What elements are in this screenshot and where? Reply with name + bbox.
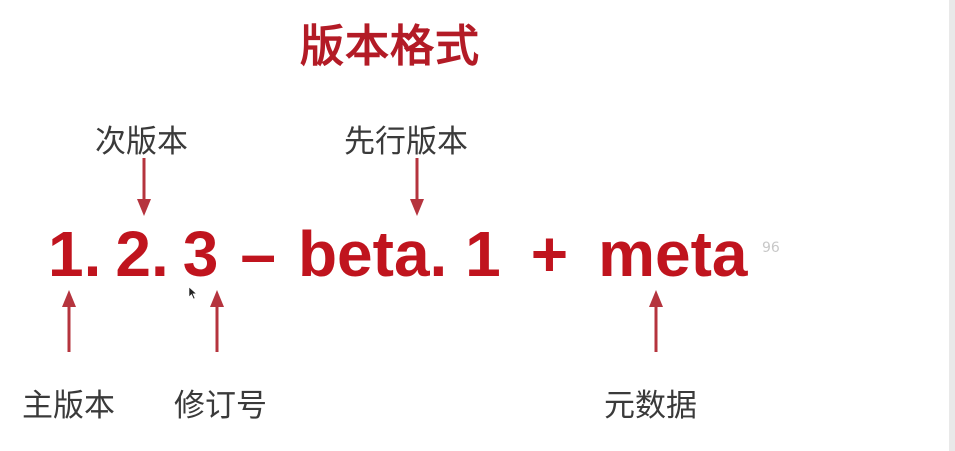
arrow-up-icon xyxy=(649,290,663,352)
label-minor-version: 次版本 xyxy=(95,124,188,160)
arrow-down-icon xyxy=(410,158,424,216)
version-prerelease: beta. 1 xyxy=(297,218,501,290)
version-string: 1.2.3–beta. 1 + meta xyxy=(48,214,747,294)
version-patch: 3 xyxy=(182,218,219,290)
version-meta: meta xyxy=(598,218,748,290)
page-title: 版本格式 xyxy=(300,21,480,72)
label-prerelease-version: 先行版本 xyxy=(344,124,468,160)
version-major: 1. xyxy=(48,218,102,290)
watermark-text: 96 xyxy=(762,240,780,256)
label-patch-version: 修订号 xyxy=(174,388,267,424)
label-major-version: 主版本 xyxy=(22,388,115,424)
arrow-up-icon xyxy=(210,290,224,352)
version-plus: + xyxy=(530,218,569,290)
arrow-down-icon xyxy=(137,158,151,216)
version-dash: – xyxy=(240,218,276,290)
page-edge xyxy=(949,0,955,451)
mouse-cursor-icon xyxy=(188,286,198,300)
label-metadata: 元数据 xyxy=(604,388,697,424)
arrow-up-icon xyxy=(62,290,76,352)
version-minor: 2. xyxy=(115,218,169,290)
